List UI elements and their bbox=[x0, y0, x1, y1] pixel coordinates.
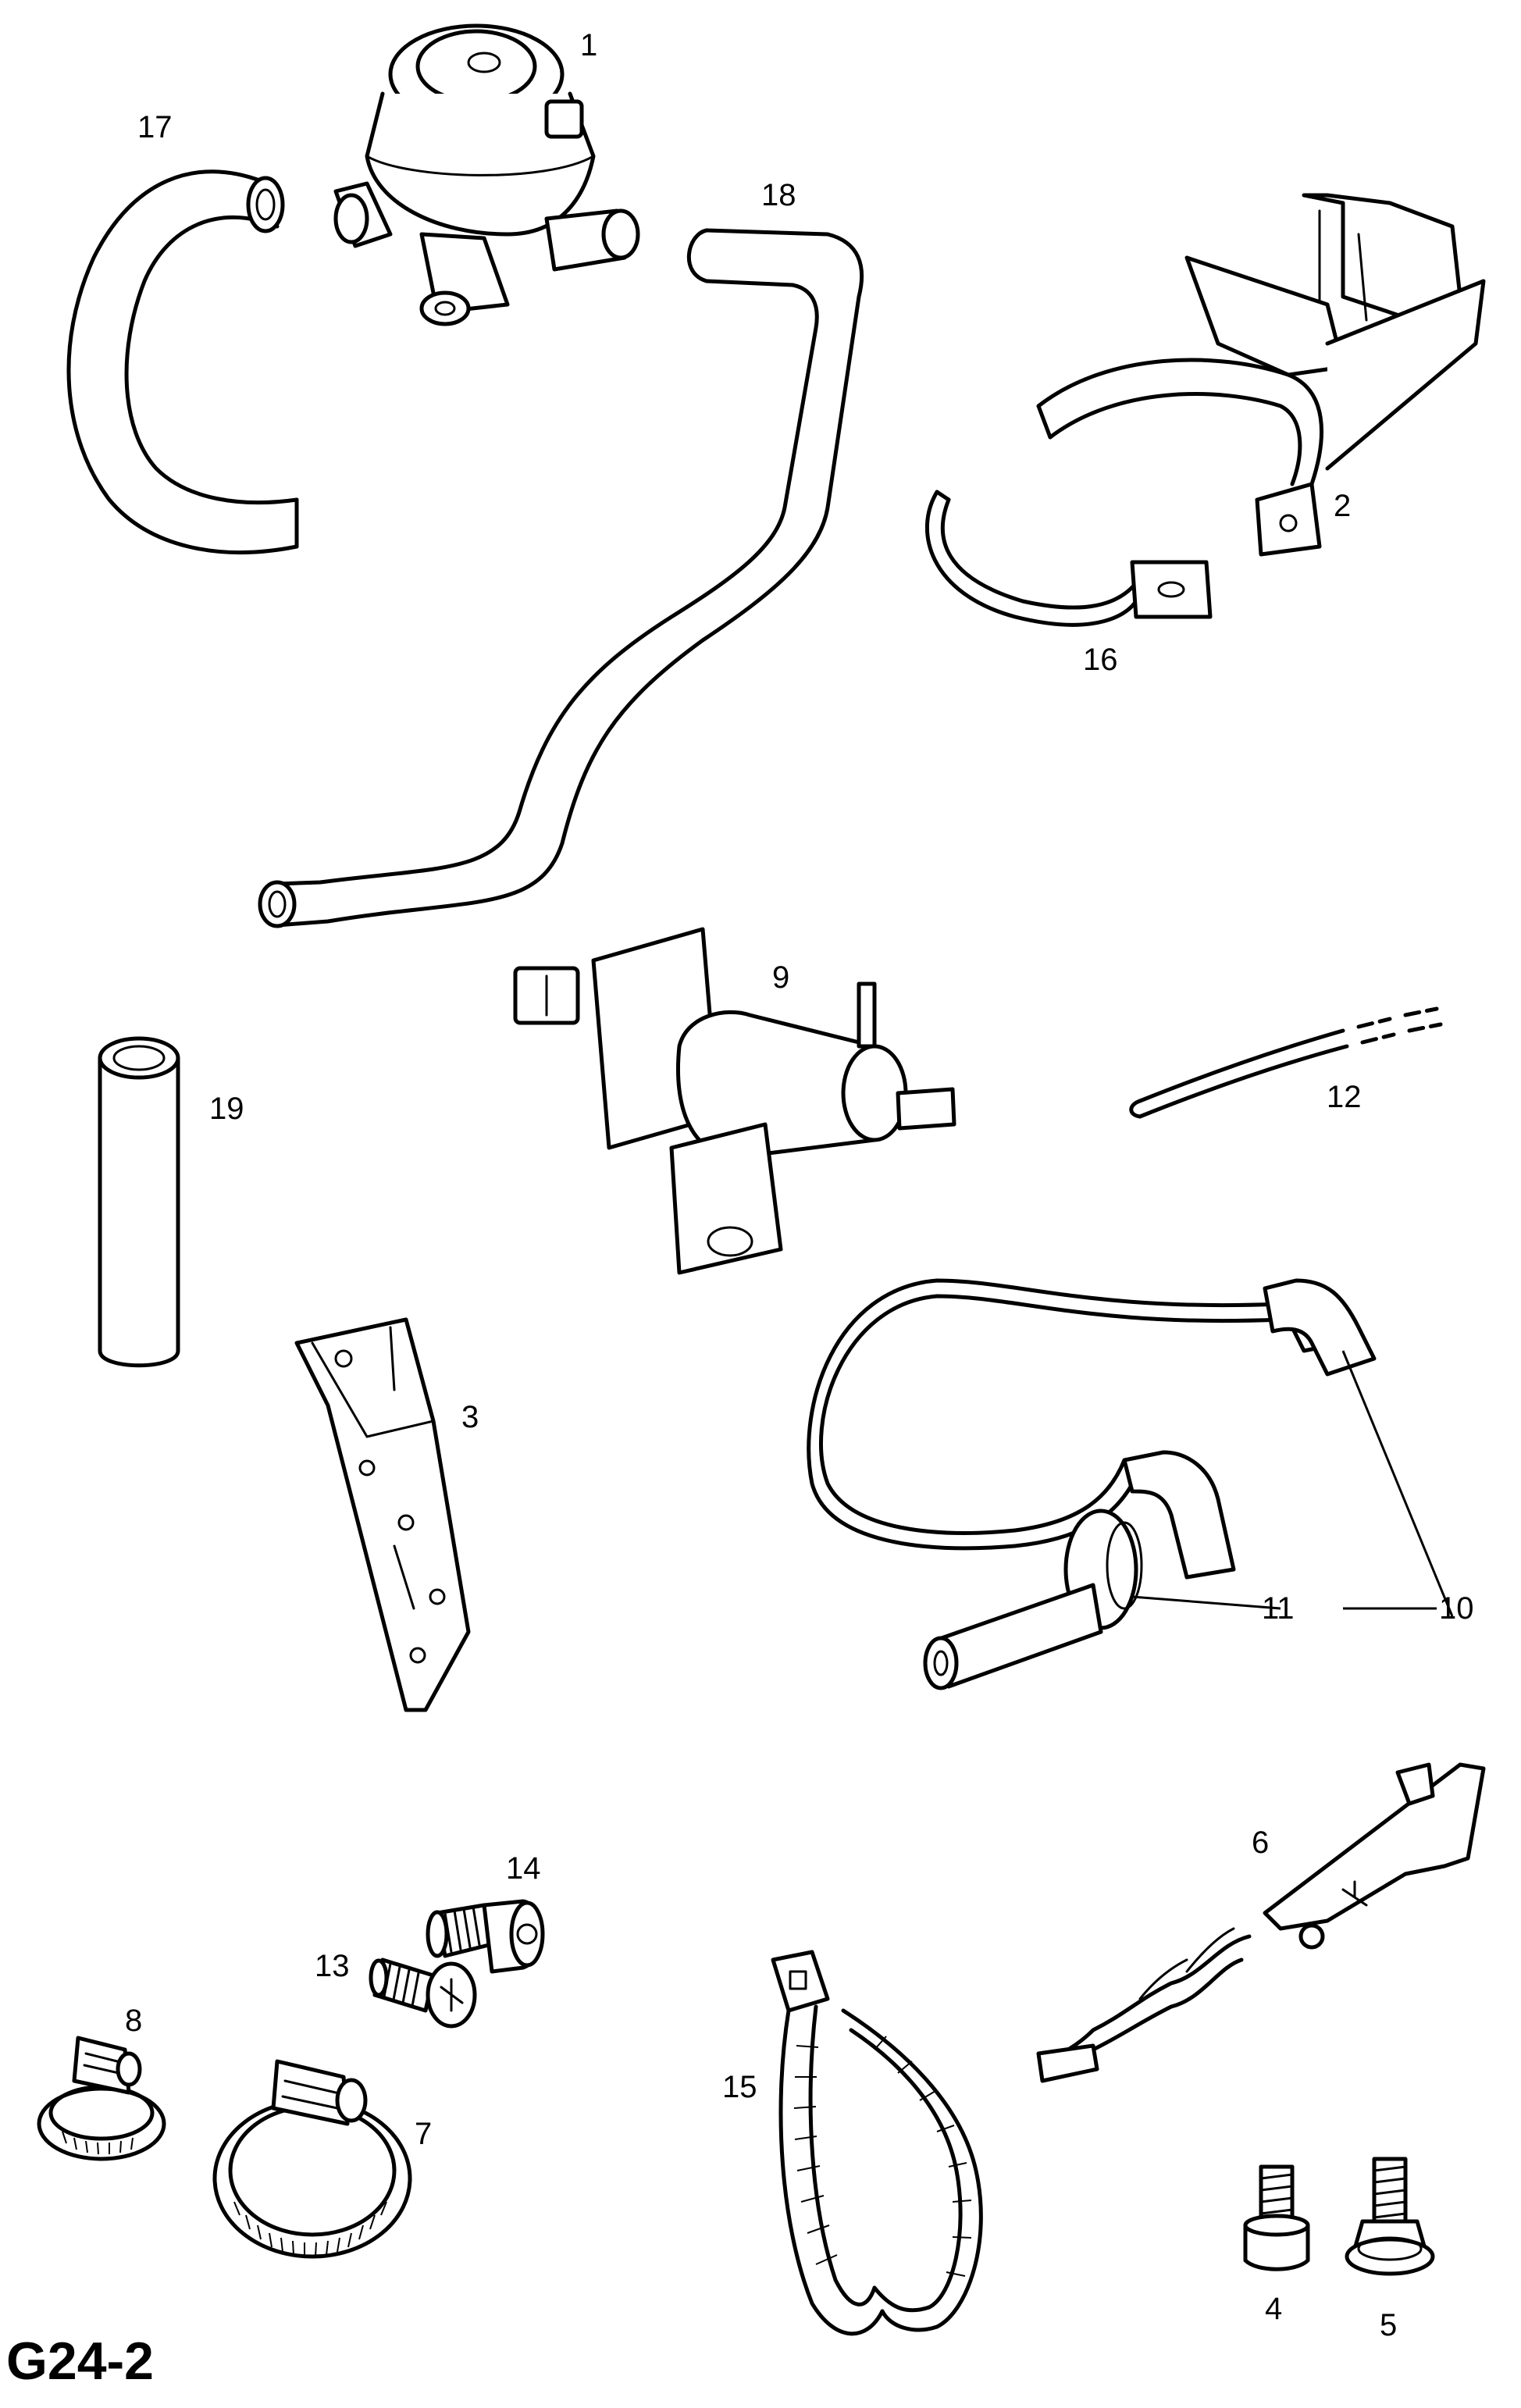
part-6-clip-strip-drawing bbox=[1036, 1762, 1486, 2083]
callout-9: 9 bbox=[772, 960, 790, 995]
callout-13: 13 bbox=[315, 1949, 350, 1983]
callout-7: 7 bbox=[415, 2117, 433, 2151]
part-8-small-clamp-drawing bbox=[37, 2036, 166, 2161]
part-4-bolt-drawing bbox=[1243, 2164, 1310, 2271]
part-16-strap-drawing bbox=[925, 490, 1213, 627]
part-1-valve-drawing bbox=[333, 23, 640, 326]
part-19-straight-hose-drawing bbox=[98, 1036, 180, 1368]
callout-3: 3 bbox=[461, 1400, 479, 1434]
callout-4: 4 bbox=[1265, 2292, 1283, 2326]
part-7-large-clamp-drawing bbox=[212, 2059, 412, 2259]
callout-18: 18 bbox=[761, 178, 796, 212]
callout-19: 19 bbox=[209, 1092, 244, 1126]
callout-1: 1 bbox=[580, 28, 598, 62]
callout-14: 14 bbox=[506, 1851, 541, 1886]
callout-6: 6 bbox=[1252, 1826, 1270, 1860]
part-15-cable-tie-drawing bbox=[771, 1950, 983, 2336]
part-18-long-hose-drawing bbox=[258, 228, 864, 928]
sheet-id: G24-2 bbox=[6, 2331, 154, 2391]
callout-15: 15 bbox=[722, 2070, 757, 2104]
part-10-11-hose-assembly-drawing bbox=[807, 1278, 1377, 1690]
part-2-bracket-drawing bbox=[1036, 193, 1486, 557]
callout-10: 10 bbox=[1439, 1591, 1474, 1626]
callout-2: 2 bbox=[1334, 489, 1352, 523]
callout-16: 16 bbox=[1083, 643, 1118, 677]
part-13-screw-drawing bbox=[369, 1957, 477, 2029]
part-9-solenoid-valve-drawing bbox=[513, 927, 956, 1275]
part-17-curved-hose-drawing bbox=[66, 169, 299, 554]
callout-11: 11 bbox=[1262, 1591, 1295, 1626]
callout-12: 12 bbox=[1327, 1080, 1362, 1114]
part-3-bracket-plate-drawing bbox=[294, 1317, 471, 1712]
callout-17: 17 bbox=[137, 110, 173, 144]
leader-lines bbox=[1131, 1350, 1454, 1617]
part-14-screw-socket-drawing bbox=[426, 1899, 545, 1974]
part-5-flanged-bolt-drawing bbox=[1345, 2157, 1435, 2276]
callout-8: 8 bbox=[125, 2004, 143, 2038]
callout-5: 5 bbox=[1380, 2308, 1398, 2342]
part-12-vacuum-line-drawing bbox=[1129, 1006, 1443, 1119]
